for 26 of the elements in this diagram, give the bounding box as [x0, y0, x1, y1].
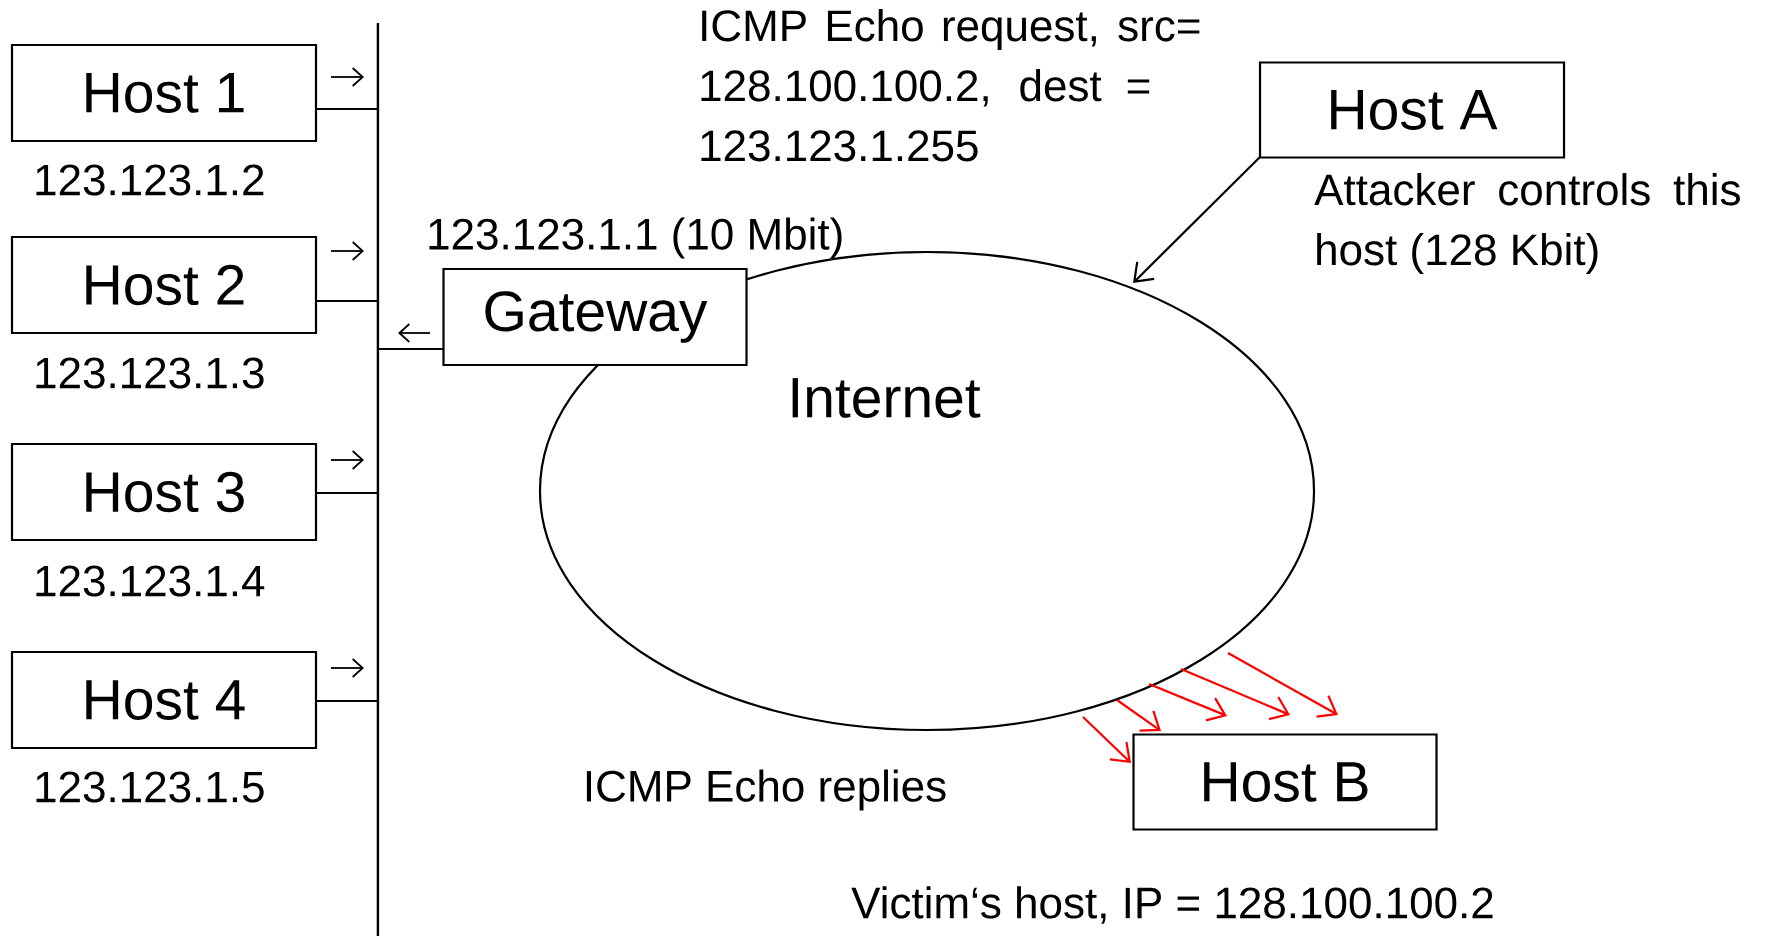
connector-line	[316, 491, 378, 495]
network-bus-line	[376, 23, 380, 936]
arrow	[1227, 652, 1339, 718]
arrow	[1082, 716, 1131, 763]
host-box: Host B	[1132, 733, 1438, 831]
arrow	[1180, 668, 1290, 721]
arrow	[1148, 683, 1227, 722]
note-text: ICMP Echo request, src= 128.100.100.2, dest = 123.123.1.255	[701, 9, 1200, 162]
address-label: Victim‘s host, IP = 128.100.100.2	[851, 886, 1493, 924]
connector-line	[316, 299, 378, 303]
address-label: 123.123.1.4	[36, 565, 265, 597]
host-box: Host 2	[10, 235, 318, 335]
connector-line	[378, 347, 444, 351]
arrow	[1133, 156, 1261, 283]
host-box: Host 4	[10, 650, 318, 750]
address-label: 123.123.1.2	[36, 164, 264, 196]
connector-line	[316, 107, 378, 111]
host-box: Gateway	[442, 267, 748, 367]
host-box: Host 3	[10, 442, 318, 542]
host-box: Host 1	[10, 43, 318, 143]
address-label: 123.123.1.5	[36, 771, 264, 803]
address-label: 123.123.1.3	[36, 357, 264, 389]
address-label: Attacker controls this host (128 Kbit)	[1314, 173, 1740, 275]
host-box: Host A	[1258, 61, 1566, 159]
connector-line	[316, 699, 378, 703]
arrow	[1116, 699, 1161, 732]
